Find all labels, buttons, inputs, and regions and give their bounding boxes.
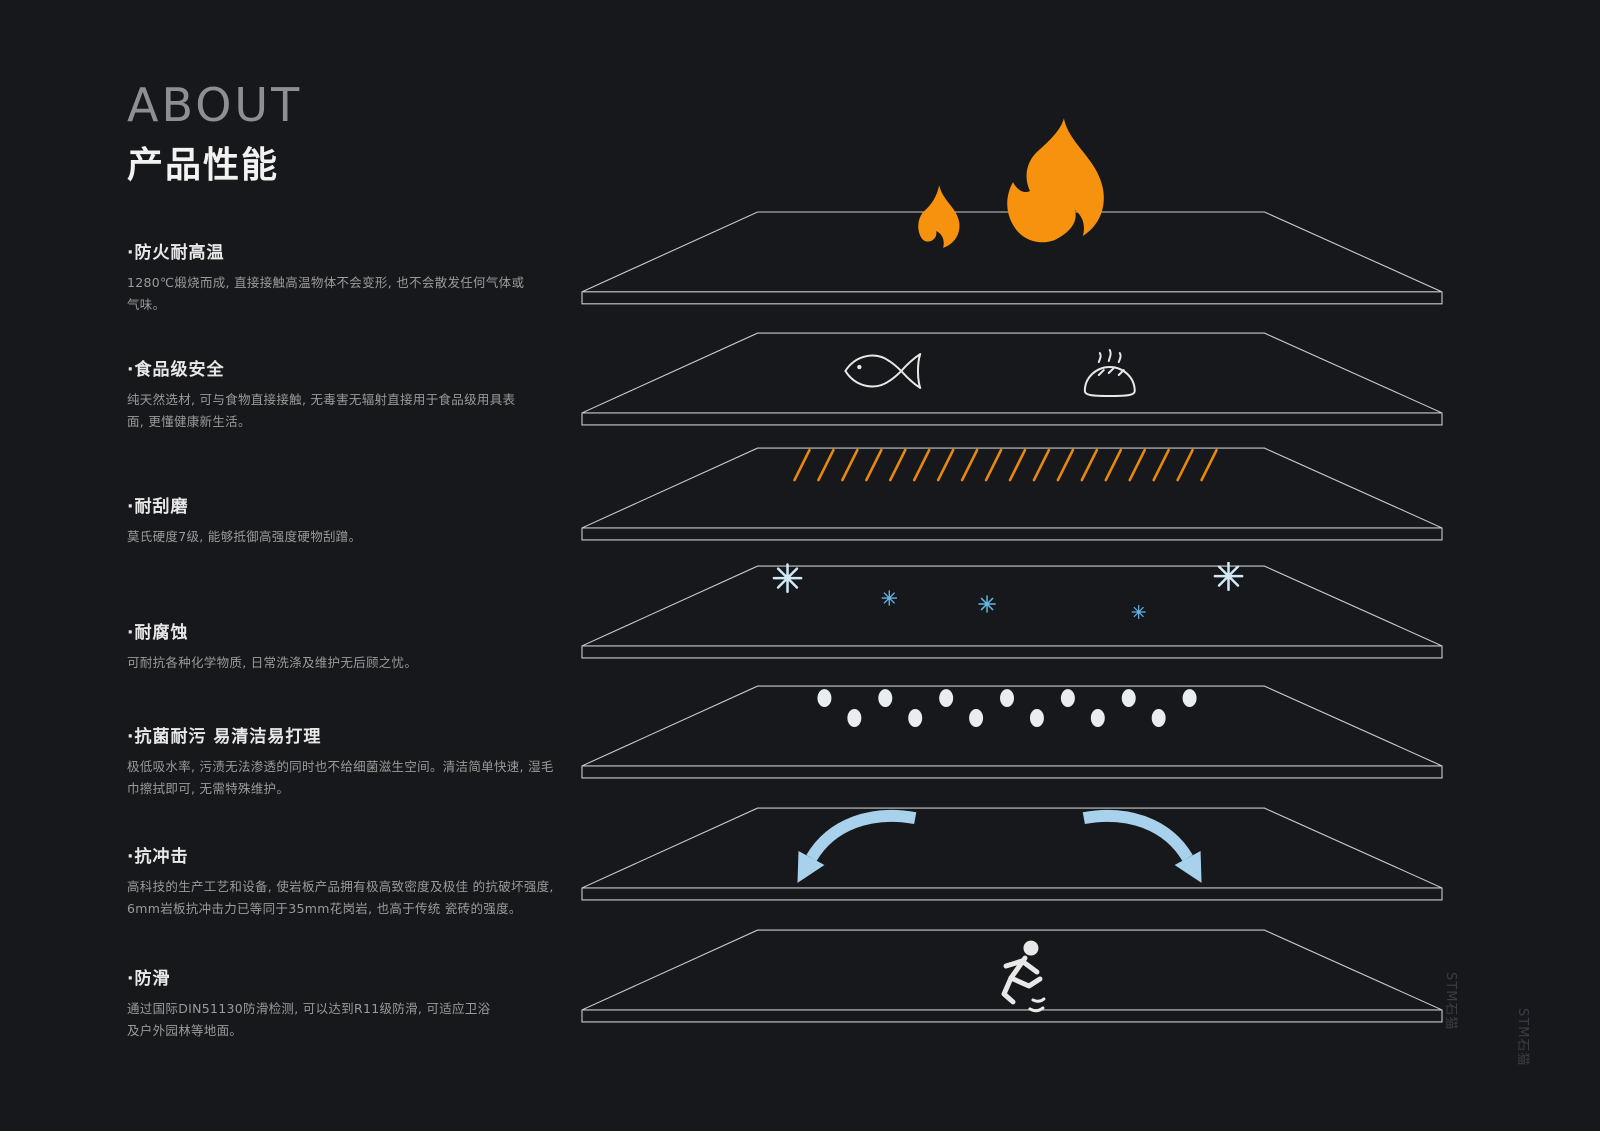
slab-layer-fireproof xyxy=(578,108,1446,318)
feature-title: ·耐腐蚀 xyxy=(127,623,189,643)
feature-body: 通过国际DIN51130防滑检测, 可以达到R11级防滑, 可适应卫浴及户外园林… xyxy=(127,1001,491,1038)
scratch-marks-icon xyxy=(793,448,1218,482)
droplet-icon xyxy=(817,689,1197,728)
slab-layer-scratch-resistant xyxy=(578,444,1446,544)
feature-body: 1280℃煅烧而成, 直接接触高温物体不会变形, 也不会散发任何气体或气味。 xyxy=(127,275,525,312)
slab-illustration xyxy=(581,447,1443,541)
slab-illustration xyxy=(581,562,1443,659)
feature-impact-resistant: ·抗冲击 高科技的生产工艺和设备, 使岩板产品拥有极高致密度及极佳 的抗破坏强度… xyxy=(127,842,575,920)
watermark: STM石猫 xyxy=(1515,1008,1530,1067)
slab-layer-food-safe xyxy=(578,329,1446,429)
feature-body: 莫氏硬度7级, 能够抵御高强度硬物刮蹭。 xyxy=(127,529,362,544)
section-eyebrow: ABOUT xyxy=(127,78,303,132)
feature-body: 高科技的生产工艺和设备, 使岩板产品拥有极高致密度及极佳 的抗破坏强度, 6mm… xyxy=(127,879,554,916)
slipping-person-icon xyxy=(1001,940,1046,1013)
slab-illustration xyxy=(581,929,1443,1023)
feature-title: ·耐刮磨 xyxy=(127,497,189,517)
feature-title: ·抗菌耐污 易清洁易打理 xyxy=(127,727,322,747)
slab-illustration xyxy=(581,685,1443,779)
page-title: 产品性能 xyxy=(127,145,280,186)
feature-body: 极低吸水率, 污渍无法渗透的同时也不给细菌滋生空间。清洁简单快速, 湿毛巾擦拭即… xyxy=(127,759,554,796)
feature-scratch-resistant: ·耐刮磨 莫氏硬度7级, 能够抵御高强度硬物刮蹭。 xyxy=(127,492,575,548)
feature-title: ·抗冲击 xyxy=(127,847,189,867)
fish-icon xyxy=(844,353,922,389)
slab-illustration xyxy=(581,807,1443,901)
slab-layer-anti-slip xyxy=(578,926,1446,1026)
feature-corrosion-resistant: ·耐腐蚀 可耐抗各种化学物质, 日常洗涤及维护无后顾之忧。 xyxy=(127,618,575,674)
slab-illustration xyxy=(581,332,1443,426)
feature-anti-slip: ·防滑 通过国际DIN51130防滑检测, 可以达到R11级防滑, 可适应卫浴及… xyxy=(127,964,575,1042)
feature-body: 可耐抗各种化学物质, 日常洗涤及维护无后顾之忧。 xyxy=(127,655,418,670)
bounce-arrow-icon xyxy=(797,809,1202,883)
feature-title: ·防滑 xyxy=(127,969,171,989)
snowflake-icon xyxy=(772,562,1244,620)
slab-illustration xyxy=(581,118,1443,305)
bread-icon xyxy=(1083,349,1136,397)
feature-fireproof: ·防火耐高温 1280℃煅烧而成, 直接接触高温物体不会变形, 也不会散发任何气… xyxy=(127,238,575,316)
feature-title: ·食品级安全 xyxy=(127,360,225,380)
flame-icon xyxy=(918,118,1104,248)
slab-layer-corrosion-resistant xyxy=(578,562,1446,662)
feature-title: ·防火耐高温 xyxy=(127,243,225,263)
feature-body: 纯天然选材, 可与食物直接接触, 无毒害无辐射直接用于食品级用具表面, 更懂健康… xyxy=(127,392,516,429)
watermark: STM石猫 xyxy=(1443,972,1458,1031)
slab-layer-antibacterial xyxy=(578,682,1446,782)
slab-layer-impact-resistant xyxy=(578,804,1446,904)
feature-food-safe: ·食品级安全 纯天然选材, 可与食物直接接触, 无毒害无辐射直接用于食品级用具表… xyxy=(127,355,575,433)
feature-antibacterial: ·抗菌耐污 易清洁易打理 极低吸水率, 污渍无法渗透的同时也不给细菌滋生空间。清… xyxy=(127,722,575,800)
